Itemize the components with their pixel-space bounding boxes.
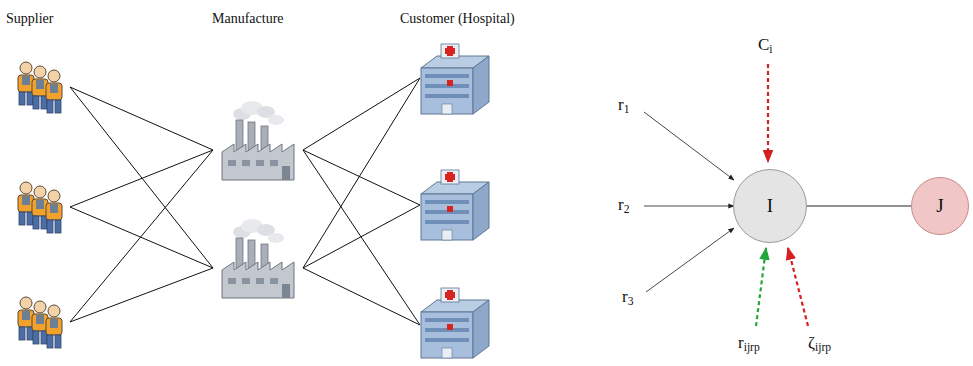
flow-label: r3 <box>622 288 633 305</box>
flow-label: r1 <box>618 96 629 113</box>
facility-circle: I <box>733 169 807 243</box>
column-heading: Supplier <box>6 12 53 26</box>
factory-icon <box>222 219 294 298</box>
column-heading: Manufacture <box>212 12 284 26</box>
hospital-icon <box>421 44 489 114</box>
cost-arrow <box>767 64 769 162</box>
flow-label: r2 <box>618 196 629 213</box>
column-heading: Customer (Hospital) <box>400 12 515 26</box>
return-arrow <box>756 248 766 326</box>
hospital-icon <box>421 170 489 240</box>
node-label: J <box>936 195 943 217</box>
link-line <box>807 206 911 207</box>
disruption-arrow <box>788 248 808 326</box>
supplier-icon <box>18 182 62 233</box>
return-label: rijrp <box>738 334 760 351</box>
network-lines <box>70 78 420 325</box>
hospital-icon <box>421 288 489 358</box>
node-label: I <box>767 195 773 217</box>
supplier-icon <box>18 297 62 348</box>
disruption-label: ζijrp <box>808 334 831 351</box>
factory-icon <box>222 101 294 180</box>
input-arrows <box>644 112 734 292</box>
cost-label: Ci <box>758 36 773 53</box>
customer-circle: J <box>911 177 969 235</box>
supplier-icon <box>18 62 62 113</box>
